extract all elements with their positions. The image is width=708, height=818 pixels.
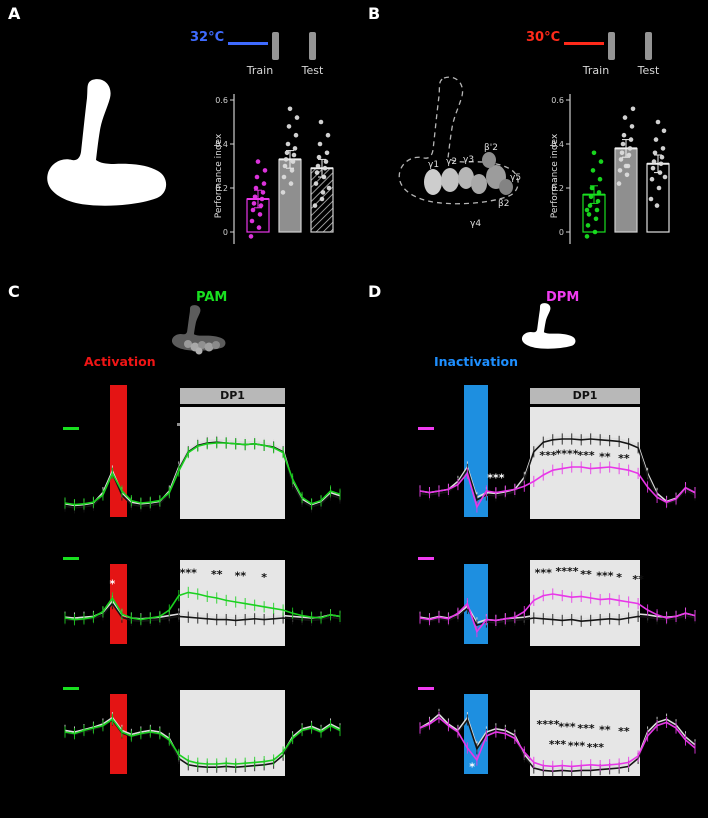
svg-text:***: ***: [577, 449, 595, 462]
gamma1-compartment: [424, 169, 442, 195]
svg-text:0: 0: [223, 228, 228, 237]
panel-b-train-odor-bar: [608, 32, 615, 60]
svg-text:0.2: 0.2: [215, 184, 228, 193]
svg-text:***: ***: [596, 570, 614, 583]
gamma3-label: γ3: [463, 155, 474, 165]
mushroom-body-path: [47, 79, 167, 206]
pam-cluster-cell: [212, 341, 220, 349]
pam-neuron-label: PAM: [196, 290, 228, 305]
svg-text:****: ****: [555, 565, 578, 578]
svg-text:*: *: [261, 571, 267, 584]
pam-timeseries-row3: [64, 690, 341, 776]
panel-c-label: C: [8, 282, 20, 301]
beta-prime-2-compartment: [482, 152, 496, 168]
panel-b-train-label: Train: [582, 64, 610, 77]
panel-b-test-odor-bar: [645, 32, 652, 60]
svg-text:0.6: 0.6: [215, 96, 228, 105]
mushroom-body-solid-icon: [47, 79, 167, 206]
svg-text:***: ***: [558, 720, 576, 733]
svg-text:**: **: [580, 568, 592, 581]
dpm-neuron-label: DPM: [546, 290, 580, 305]
svg-text:**: **: [599, 724, 611, 737]
panel-a-test-odor-bar: [309, 32, 316, 60]
svg-text:***: ***: [535, 566, 553, 579]
pam-cluster-cell: [198, 341, 206, 349]
svg-text:**: **: [618, 452, 630, 465]
svg-text:***: ***: [587, 741, 605, 754]
panel-b-temperature-label: 30°C: [526, 30, 561, 45]
panel-a-heat-line: [228, 42, 268, 45]
mini-brain-dpm-icon: [521, 303, 576, 349]
dpm-trace-legend-swatch: [418, 427, 434, 430]
pam-timeseries-row1: [64, 385, 341, 519]
panel-a-train-odor-bar: [272, 32, 279, 60]
svg-text:***: ***: [487, 471, 505, 484]
svg-text:*: *: [616, 571, 622, 584]
svg-text:0.6: 0.6: [551, 96, 564, 105]
panel-a-temperature-label: 32°C: [190, 30, 225, 45]
mini-mushroom-body-path: [521, 303, 576, 349]
svg-text:****: ****: [555, 447, 578, 460]
pam-trace-legend-swatch: [63, 427, 79, 430]
dpm-trace-legend-swatch: [418, 557, 434, 560]
svg-text:***: ***: [568, 740, 586, 753]
dp1-window-header-d: DP1: [530, 388, 640, 404]
gamma3-compartment: [458, 167, 474, 189]
panel-a-test-label: Test: [301, 64, 324, 77]
dpm-timeseries-row1: *****************: [419, 385, 696, 519]
beta-prime-2-label: β'2: [484, 143, 498, 153]
dpm-timeseries-row2: ***************: [419, 560, 696, 646]
gamma5-label: γ5: [510, 173, 521, 183]
svg-text:***: ***: [577, 722, 595, 735]
inactivation-label: Inactivation: [434, 354, 518, 369]
pam-trace-legend-swatch: [63, 687, 79, 690]
svg-text:Performance index: Performance index: [214, 133, 224, 218]
pam-cluster-cell: [195, 347, 203, 355]
svg-text:*: *: [110, 578, 116, 591]
panel-d-label: D: [368, 282, 382, 301]
svg-text:****: ****: [537, 718, 560, 731]
dp1-window-header-c: DP1: [180, 388, 285, 404]
beta2-label: β2: [498, 199, 509, 209]
svg-text:**: **: [211, 568, 223, 581]
svg-text:Performance index: Performance index: [550, 133, 560, 218]
svg-text:*: *: [469, 760, 475, 773]
mushroom-body-compartments-icon: γ1 γ2 γ3 β'2 γ5 β2 γ4: [398, 76, 521, 229]
panel-b-test-label: Test: [637, 64, 660, 77]
pam-cluster-cell: [184, 340, 192, 348]
pam-timeseries-row2: *********: [64, 560, 341, 646]
panel-b-heat-line: [564, 42, 604, 45]
panel-b-label: B: [368, 4, 381, 23]
svg-text:**: **: [632, 573, 644, 586]
svg-text:**: **: [235, 570, 247, 583]
svg-text:0: 0: [559, 228, 564, 237]
svg-text:**: **: [618, 725, 630, 738]
pam-trace-legend-swatch: [63, 557, 79, 560]
activation-label: Activation: [84, 354, 156, 369]
gamma1-label: γ1: [428, 160, 439, 170]
mushroom-body-outline-path: [398, 76, 519, 205]
panel-b-scatter-plot: 0.6 0.4 0.2 0 Performance index: [550, 94, 670, 244]
dpm-timeseries-row3: ************************: [419, 690, 696, 777]
gamma2-label: γ2: [446, 157, 457, 167]
gamma4-label: γ4: [470, 219, 481, 229]
svg-text:0.4: 0.4: [551, 140, 564, 149]
beta2-compartment: [499, 179, 513, 195]
svg-text:***: ***: [539, 449, 557, 462]
svg-text:***: ***: [549, 738, 567, 751]
svg-text:***: ***: [180, 566, 198, 579]
pam-cluster-cell: [204, 342, 214, 352]
mini-brain-pam-icon: [171, 305, 226, 355]
svg-text:0.4: 0.4: [215, 140, 228, 149]
panel-a-scatter-plot: 0.6 0.4 0.2 0 Performance index: [214, 94, 334, 244]
svg-text:0.2: 0.2: [551, 184, 564, 193]
svg-text:**: **: [599, 451, 611, 464]
gamma2-compartment: [441, 168, 459, 192]
panel-a-label: A: [8, 4, 21, 23]
panel-a-train-label: Train: [246, 64, 274, 77]
mini-mushroom-body-path: [171, 305, 226, 351]
gamma4-compartment: [471, 174, 487, 194]
dpm-trace-legend-swatch: [418, 687, 434, 690]
